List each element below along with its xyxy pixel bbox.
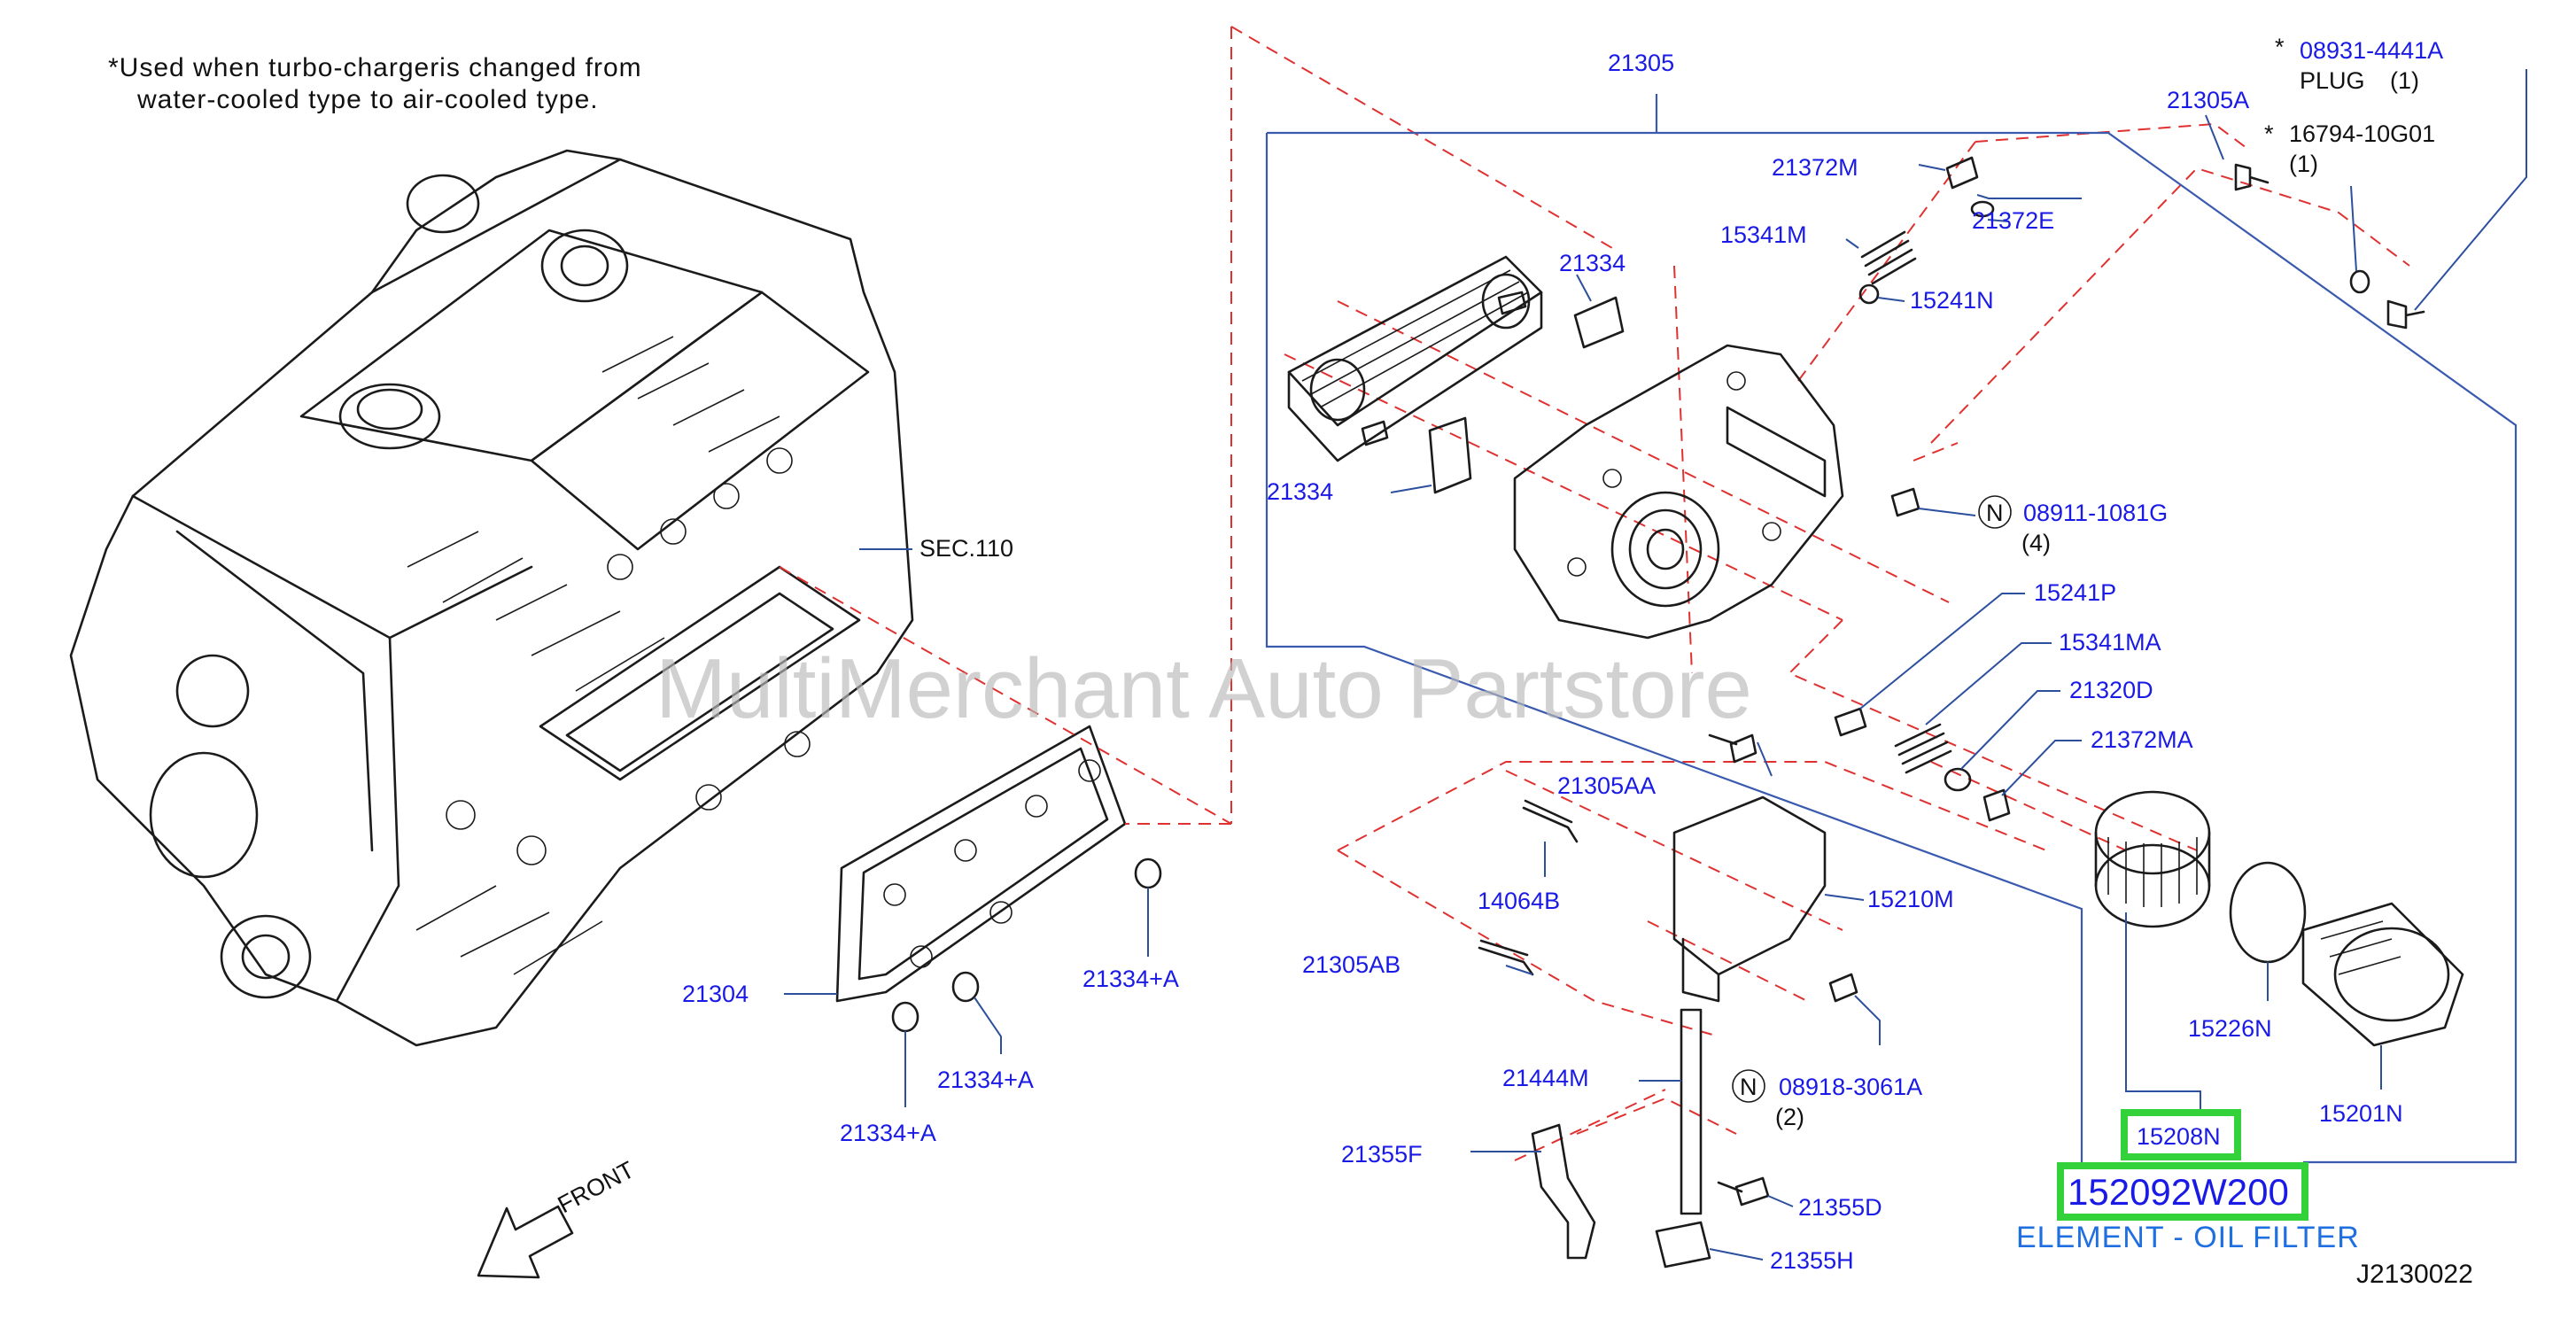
- stud-14064b: [1522, 799, 1579, 843]
- label-21334a-3[interactable]: 21334+A: [840, 1120, 936, 1146]
- highlight-box-part-number: [2057, 1162, 2308, 1221]
- label-21320d[interactable]: 21320D: [2069, 677, 2153, 703]
- sec110-label[interactable]: SEC.110: [919, 535, 1013, 562]
- bolt-21305a: [2234, 163, 2270, 191]
- ball-15241n: [1858, 283, 1880, 305]
- gasket-21334-mid: [1428, 416, 1472, 494]
- label-21372m[interactable]: 21372M: [1772, 154, 1858, 181]
- label-21355d[interactable]: 21355D: [1798, 1194, 1882, 1221]
- o-ring-15226n: [2229, 861, 2307, 964]
- note-line-1: *Used when turbo-chargeris changed from: [108, 53, 642, 82]
- watermark: MultiMerchant Auto Partstore: [656, 641, 1752, 736]
- filter-housing-15201n: [2301, 902, 2464, 1047]
- tube-21444m: [1680, 1008, 1703, 1215]
- label-21372e[interactable]: 21372E: [1972, 207, 2054, 234]
- nut-08911: [1890, 487, 1920, 517]
- clip-21355h: [1655, 1221, 1711, 1269]
- label-15201n[interactable]: 15201N: [2319, 1100, 2403, 1127]
- qty-16794: (1): [2289, 151, 2318, 177]
- plug-08931: [2386, 299, 2425, 330]
- bolt-21305ab: [1478, 939, 1534, 976]
- n-symbol-08918-text: N: [1740, 1074, 1757, 1100]
- diagram-id: J2130022: [2356, 1260, 2473, 1289]
- n-symbol-08911-text: N: [1986, 500, 2004, 526]
- part-21372e: [1970, 200, 1995, 218]
- label-15226n[interactable]: 15226N: [2188, 1015, 2272, 1042]
- label-21372ma[interactable]: 21372MA: [2091, 726, 2193, 753]
- front-label: FRONT: [554, 1156, 639, 1218]
- label-21334-mid[interactable]: 21334: [1267, 478, 1333, 505]
- spring-15341ma: [1894, 723, 1952, 774]
- label-21334a-2[interactable]: 21334+A: [937, 1067, 1034, 1093]
- stud-bottom: [1361, 420, 1389, 446]
- spring-15341m: [1860, 230, 1917, 285]
- bolt-21305aa: [1708, 733, 1757, 764]
- washer-16794: [2349, 269, 2370, 294]
- label-15208n[interactable]: 15208N: [2137, 1123, 2221, 1150]
- label-08911-1081g[interactable]: 08911-1081G: [2023, 500, 2168, 526]
- bolt-21355d: [1717, 1176, 1770, 1206]
- label-16794-10g01[interactable]: 16794-10G01: [2289, 120, 2435, 147]
- label-15241n[interactable]: 15241N: [1910, 287, 1994, 314]
- gasket-21304: [835, 725, 1127, 1003]
- label-15341ma[interactable]: 15341MA: [2059, 629, 2161, 656]
- highlight-description: ELEMENT - OIL FILTER: [2016, 1221, 2360, 1254]
- o-ring-21334a-2: [951, 971, 980, 1003]
- label-21355f[interactable]: 21355F: [1341, 1141, 1423, 1168]
- o-ring-21334a-1: [1134, 857, 1162, 889]
- label-21304[interactable]: 21304: [682, 981, 749, 1007]
- oil-cooler-illustration: [1287, 255, 1543, 462]
- highlight-box-15208n: [2121, 1109, 2241, 1160]
- label-21444m[interactable]: 21444M: [1502, 1065, 1589, 1091]
- oil-cooler-housing-illustration: [1513, 344, 1844, 640]
- label-15241p[interactable]: 15241P: [2034, 579, 2116, 606]
- leader-21334a-2: [974, 997, 1002, 1054]
- highlight-part-number[interactable]: 152092W200: [2068, 1171, 2289, 1213]
- label-21305a[interactable]: 21305A: [2167, 87, 2249, 113]
- label-21305ab[interactable]: 21305AB: [1302, 951, 1401, 978]
- label-21305aa[interactable]: 21305AA: [1557, 772, 1656, 799]
- plug-15241p: [1834, 707, 1867, 737]
- nut-08918: [1828, 973, 1858, 1003]
- n-symbol-08911: [1978, 495, 2012, 529]
- label-08918-3061a[interactable]: 08918-3061A: [1779, 1074, 1922, 1100]
- qty-08911: (4): [2021, 530, 2051, 556]
- label-14064b[interactable]: 14064B: [1478, 888, 1560, 914]
- label-21334-top[interactable]: 21334: [1559, 250, 1626, 276]
- leaders: [1390, 69, 2527, 1261]
- label-21305[interactable]: 21305: [1608, 50, 1674, 76]
- seal-21320d: [1944, 767, 1972, 792]
- assembly-paths: [779, 26, 2410, 1161]
- label-15210m[interactable]: 15210M: [1867, 886, 1954, 912]
- front-arrow: [477, 1205, 574, 1279]
- bracket-15210m: [1672, 795, 1827, 1003]
- o-ring-21334a-3: [891, 1001, 919, 1033]
- stud-top: [1497, 291, 1527, 315]
- plug-label: PLUG: [2300, 67, 2365, 94]
- label-08931-4441a[interactable]: 08931-4441A: [2300, 37, 2443, 64]
- plug-qty: (1): [2390, 67, 2419, 94]
- gasket-21334-top: [1573, 296, 1625, 349]
- star-08931: *: [2275, 34, 2285, 60]
- note-line-2: water-cooled type to air-cooled type.: [136, 85, 599, 114]
- oil-filter-element-15208n: [2094, 790, 2211, 928]
- star-16794: *: [2264, 120, 2274, 147]
- label-21334a-1[interactable]: 21334+A: [1082, 966, 1179, 992]
- part-21372m: [1945, 156, 1979, 190]
- n-symbol-08918: [1732, 1069, 1765, 1103]
- label-21355h[interactable]: 21355H: [1770, 1247, 1854, 1274]
- engine-block-illustration: [69, 149, 914, 1047]
- qty-08918: (2): [1775, 1104, 1804, 1130]
- frame-21305-lower: [1265, 133, 2083, 1162]
- frame-21305: [1267, 131, 2518, 1164]
- label-15341m[interactable]: 15341M: [1720, 221, 1807, 248]
- plug-21372ma: [1982, 788, 2011, 822]
- bracket-21355f: [1531, 1123, 1596, 1260]
